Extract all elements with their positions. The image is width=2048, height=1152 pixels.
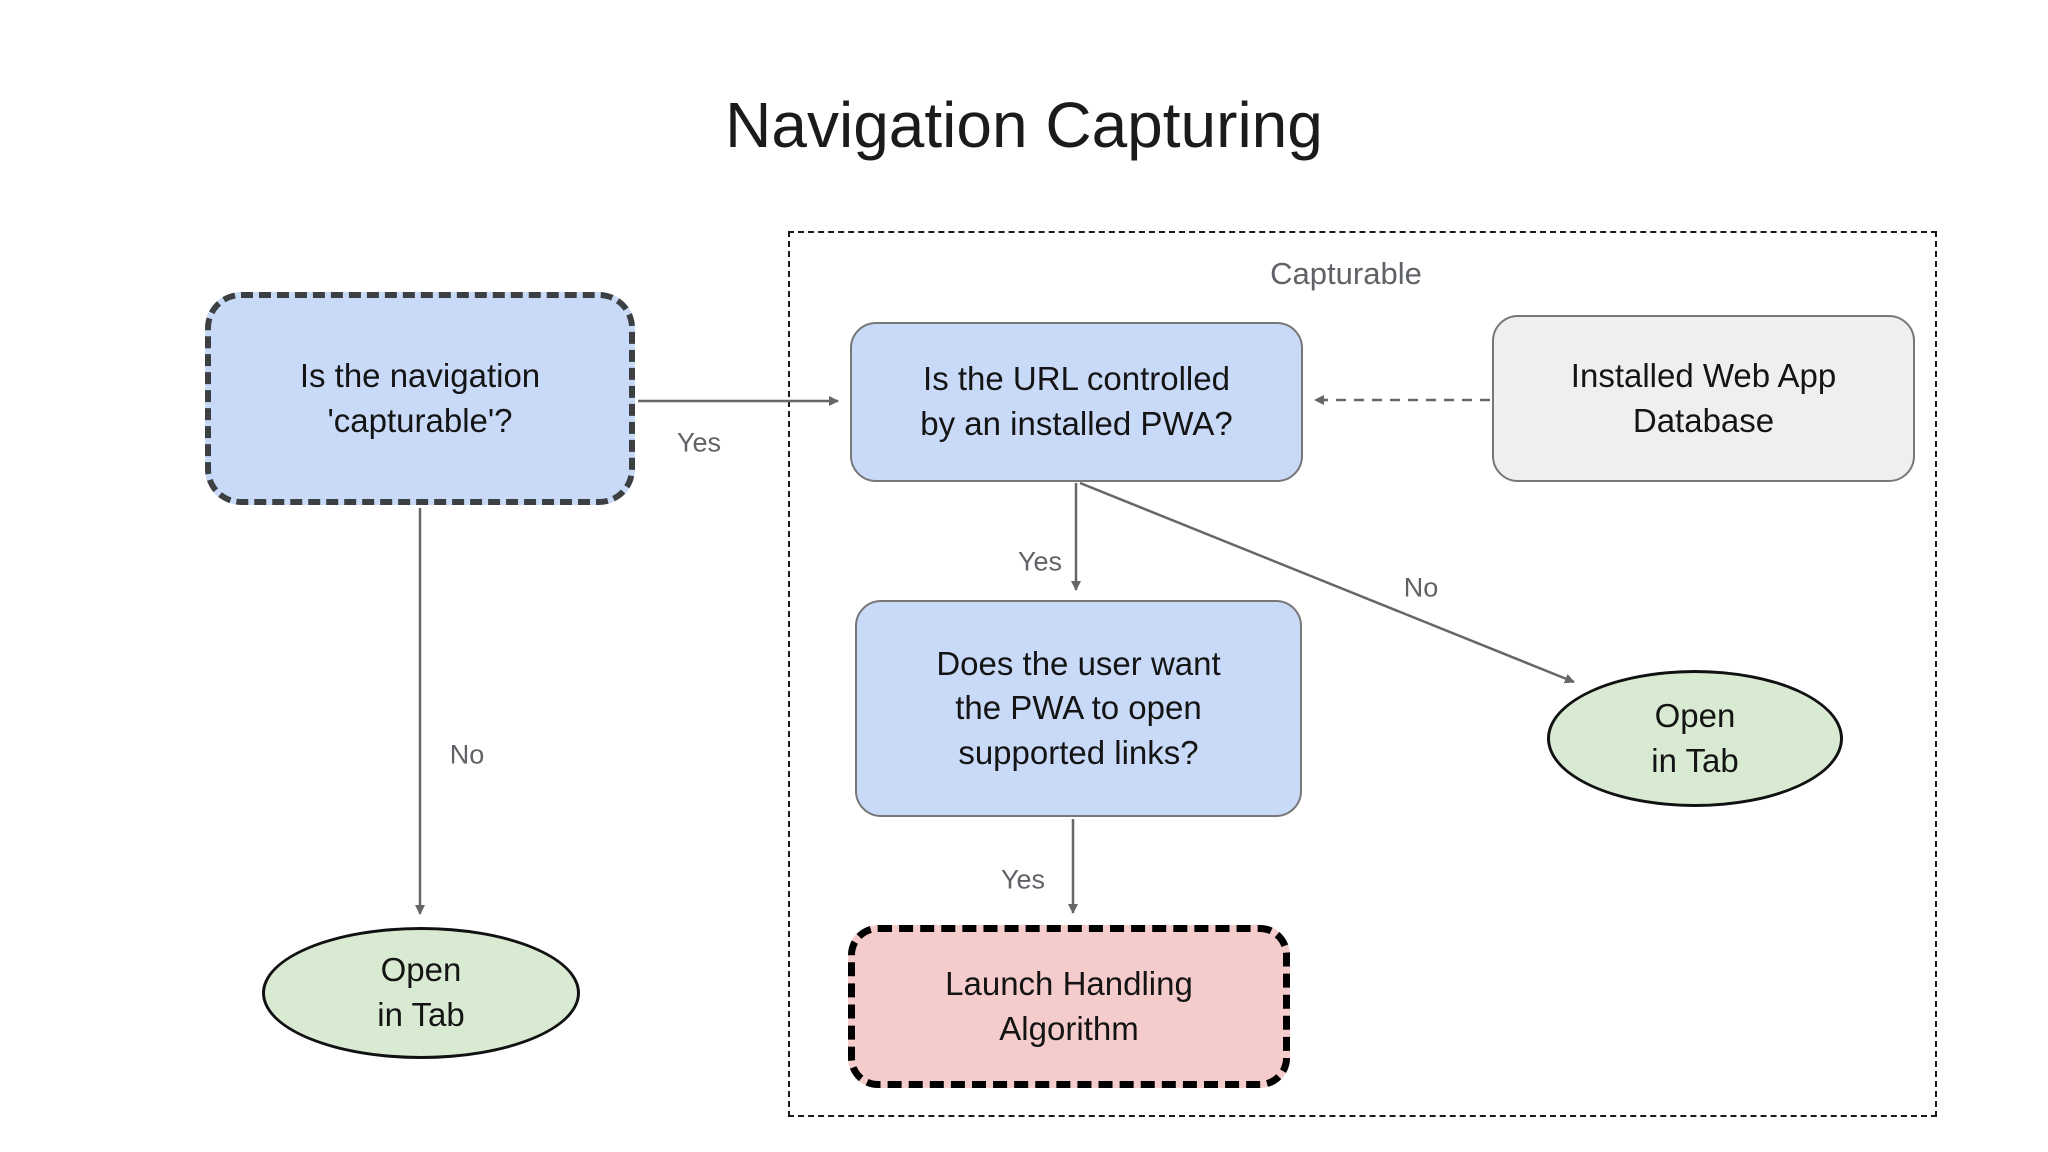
node-open-in-tab-right-label: Open in Tab (1651, 696, 1739, 779)
node-is-url-controlled-by-pwa: Is the URL controlled by an installed PW… (850, 322, 1303, 482)
capturable-group-label: Capturable (1270, 256, 1422, 291)
node-open-in-tab-right: Open in Tab (1547, 670, 1843, 807)
node-launch-handling-algorithm: Launch Handling Algorithm (848, 925, 1290, 1088)
edge-label-user-yes: Yes (1000, 864, 1046, 895)
node-launch-handling-algorithm-label: Launch Handling Algorithm (945, 964, 1193, 1047)
node-installed-web-app-database-label: Installed Web App Database (1570, 356, 1837, 439)
edge-label-url-yes: Yes (1017, 546, 1063, 577)
page-title: Navigation Capturing (725, 89, 1323, 161)
edge-label-url-no: No (1403, 572, 1439, 603)
edge-label-nav-yes: Yes (676, 427, 722, 458)
node-is-navigation-capturable: Is the navigation 'capturable'? (205, 292, 635, 505)
capturable-group-outline (788, 231, 1937, 1117)
node-open-in-tab-left: Open in Tab (262, 927, 580, 1059)
node-installed-web-app-database: Installed Web App Database (1492, 315, 1915, 482)
node-is-url-controlled-by-pwa-label: Is the URL controlled by an installed PW… (920, 360, 1233, 442)
node-does-user-want-pwa-links: Does the user want the PWA to open suppo… (855, 600, 1302, 817)
edge-label-nav-no: No (449, 739, 485, 770)
node-does-user-want-pwa-links-label: Does the user want the PWA to open suppo… (936, 644, 1221, 771)
node-is-navigation-capturable-label: Is the navigation 'capturable'? (299, 356, 541, 439)
node-open-in-tab-left-label: Open in Tab (377, 951, 465, 1033)
